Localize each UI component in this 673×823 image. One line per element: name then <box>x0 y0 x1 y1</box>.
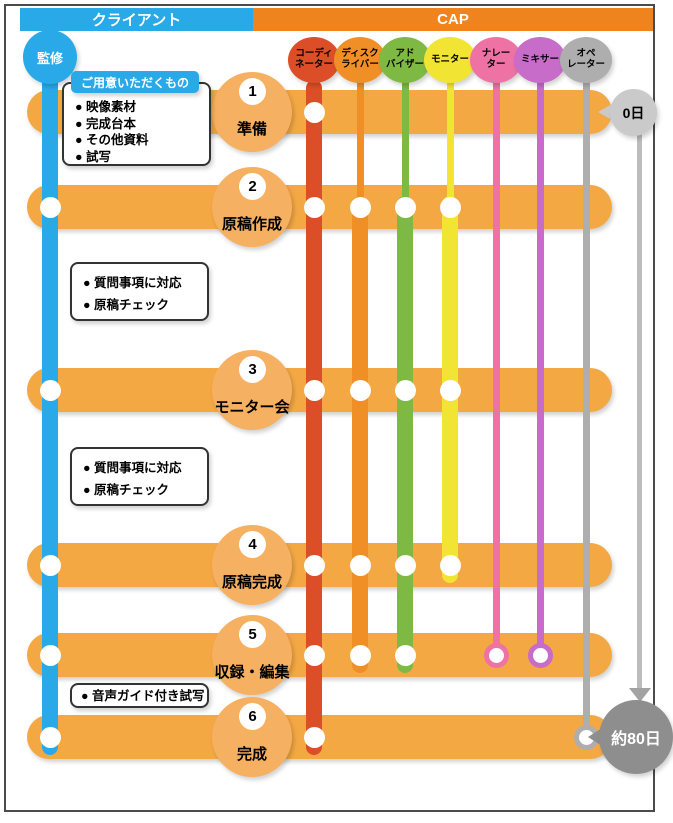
role-line-advisor-lead <box>401 80 409 207</box>
step-label-3: モニター会 <box>214 399 290 416</box>
flow-dot-describer-step2 <box>349 196 371 218</box>
role-badge-label: ネーター <box>294 59 333 70</box>
role-badge-label: ディスク <box>341 48 379 60</box>
flow-end-dot-mixer-step5 <box>527 642 553 668</box>
role-line-monitor-lead <box>446 80 454 207</box>
flow-end-dot-narrator-step5 <box>483 642 509 668</box>
flow-dot-coordinator-step6 <box>303 726 325 748</box>
role-badge-narrator: ナレーター <box>470 37 522 83</box>
flow-dot-coordinator-step4 <box>303 554 325 576</box>
day80-pointer-icon <box>588 728 602 746</box>
role-line-narrator <box>492 80 500 655</box>
flow-dot-advisor-step4 <box>394 554 416 576</box>
timeline-arrowhead-icon <box>629 688 651 702</box>
role-badge-advisor: アドバイザー <box>379 37 431 83</box>
note-item: ● 映像素材 <box>75 100 137 114</box>
note-item: ● 音声ガイド付き試写 <box>81 688 205 703</box>
flow-dot-monitor-step3 <box>439 379 461 401</box>
flow-dot-advisor-step3 <box>394 379 416 401</box>
note-item-list: ● 音声ガイド付き試写 <box>72 689 205 703</box>
flow-dot-supervisor-step5 <box>39 644 61 666</box>
role-badge-label: バイザー <box>385 59 424 70</box>
flow-dot-supervisor-step2 <box>39 196 61 218</box>
role-line-describer <box>352 196 368 673</box>
role-badge-mixer: ミキサー <box>514 37 566 83</box>
note-box-step2: ● 質問事項に対応 ● 原稿チェック <box>70 262 209 321</box>
step-label-5: 収録・編集 <box>214 664 290 681</box>
flow-dot-coordinator-step3 <box>303 379 325 401</box>
role-badge-coordinator: コーディネーター <box>288 37 340 83</box>
note-item: ● 質問事項に対応 <box>83 276 182 290</box>
role-line-mixer <box>536 80 544 655</box>
flow-dot-describer-step5 <box>349 644 371 666</box>
role-badge-label: モニター <box>430 53 469 65</box>
note-item-list: ● 映像素材 ● 完成台本 ● その他資料 ● 試写 <box>64 84 209 169</box>
day0-pointer-icon <box>598 104 612 120</box>
flow-dot-supervisor-step4 <box>39 554 61 576</box>
step-number-6: 6 <box>239 703 266 730</box>
role-badge-operator: オペレーター <box>560 37 612 83</box>
note-box-step5: ● 音声ガイド付き試写 <box>70 683 209 708</box>
role-badge-label: ミキサー <box>520 53 559 65</box>
supervisor-badge: 監修 <box>23 30 77 84</box>
flow-dot-advisor-step2 <box>394 196 416 218</box>
role-badge-label: ター <box>486 59 506 70</box>
flow-dot-monitor-step2 <box>439 196 461 218</box>
note-item: ● 完成台本 <box>75 116 137 131</box>
role-line-coordinator <box>306 80 322 755</box>
role-badge-label: ナレー <box>481 48 511 60</box>
step-label-2: 原稿作成 <box>221 216 282 233</box>
timeline-start-badge: 0日 <box>610 89 657 136</box>
role-line-advisor <box>397 196 413 673</box>
flow-dot-advisor-step5 <box>394 644 416 666</box>
role-badge-label: レーター <box>566 59 605 70</box>
role-badge-monitor: モニター <box>424 37 476 83</box>
step-label-4: 原稿完成 <box>221 574 282 591</box>
step-number-5: 5 <box>239 621 266 648</box>
role-line-describer-lead <box>356 80 364 207</box>
role-line-operator <box>582 80 590 737</box>
role-badge-describer: ディスクライバー <box>334 37 386 83</box>
note-box-step3: ● 質問事項に対応 ● 原稿チェック <box>70 447 209 506</box>
step-label-6: 完成 <box>236 746 267 763</box>
flow-dot-supervisor-step3 <box>39 379 61 401</box>
note-box-preparation: ● 映像素材 ● 完成台本 ● その他資料 ● 試写 <box>62 82 211 166</box>
role-badge-label: ライバー <box>341 59 379 70</box>
role-badge-label: アド <box>395 48 415 60</box>
step-number-4: 4 <box>239 531 266 558</box>
step-number-3: 3 <box>239 356 266 383</box>
note-item: ● 質問事項に対応 <box>83 461 182 475</box>
role-badge-label: コーディ <box>295 48 333 60</box>
note-item-list: ● 質問事項に対応 ● 原稿チェック <box>72 449 207 505</box>
flow-dot-supervisor-step6 <box>39 726 61 748</box>
flow-dot-coordinator-step1 <box>303 101 325 123</box>
header-cap: CAP <box>253 8 653 31</box>
note-item: ● 原稿チェック <box>83 483 170 497</box>
step-number-1: 1 <box>239 78 266 105</box>
note-item: ● 試写 <box>75 149 112 164</box>
timeline-line <box>637 134 642 688</box>
header-client: クライアント <box>20 8 253 31</box>
role-badge-label: オペ <box>576 48 596 60</box>
flow-dot-coordinator-step5 <box>303 644 325 666</box>
note-item: ● 原稿チェック <box>83 298 170 312</box>
step-label-1: 準備 <box>236 121 267 138</box>
note-item-list: ● 質問事項に対応 ● 原稿チェック <box>72 264 207 320</box>
flow-dot-coordinator-step2 <box>303 196 325 218</box>
step-number-2: 2 <box>239 173 266 200</box>
supervisor-line <box>42 56 58 755</box>
flow-dot-describer-step3 <box>349 379 371 401</box>
note-item: ● その他資料 <box>75 133 149 147</box>
timeline-end-badge: 約80日 <box>599 700 673 774</box>
note-title-chip: ご用意いただくもの <box>71 71 199 93</box>
flow-dot-monitor-step4 <box>439 554 461 576</box>
flow-dot-describer-step4 <box>349 554 371 576</box>
